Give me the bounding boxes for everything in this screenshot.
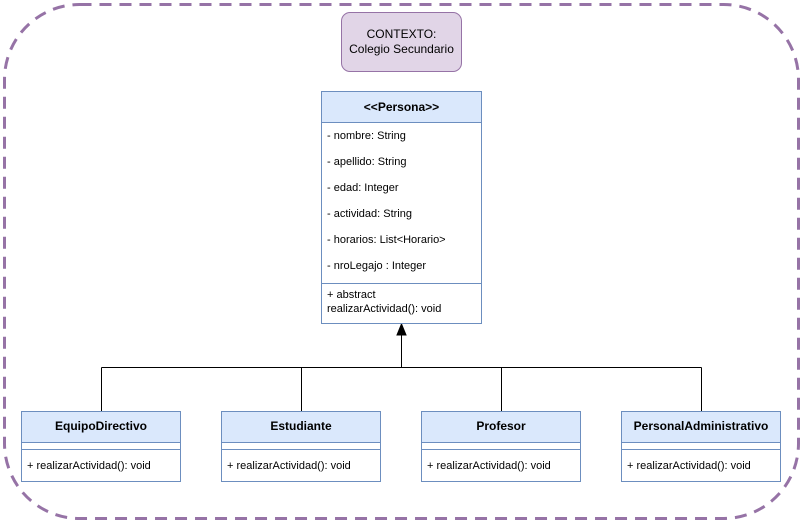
class-divider <box>222 443 380 450</box>
class-persona-operation[interactable]: + abstract realizarActividad(): void <box>322 284 481 316</box>
class-operation[interactable]: + realizarActividad(): void <box>627 460 751 472</box>
class-personal-administrativo[interactable]: PersonalAdministrativo + realizarActivid… <box>621 411 781 482</box>
class-operation[interactable]: + realizarActividad(): void <box>427 460 551 472</box>
attribute-row[interactable]: - nroLegajo : Integer <box>327 260 427 272</box>
class-persona-divider <box>322 283 481 284</box>
context-note[interactable]: CONTEXTO: Colegio Secundario <box>341 12 462 72</box>
class-operation[interactable]: + realizarActividad(): void <box>227 460 351 472</box>
attribute-row[interactable]: - edad: Integer <box>327 182 399 194</box>
class-profesor[interactable]: Profesor + realizarActividad(): void <box>421 411 581 482</box>
attribute-row[interactable]: - horarios: List<Horario> <box>327 234 446 246</box>
context-subtitle: Colegio Secundario <box>349 42 454 56</box>
class-name: EquipoDirectivo <box>22 412 180 443</box>
class-divider <box>22 443 180 450</box>
generalization-arrowhead <box>396 322 407 336</box>
class-persona[interactable]: <<Persona>> - nombre: String - apellido:… <box>321 91 482 324</box>
attribute-row[interactable]: - nombre: String <box>327 130 406 142</box>
attribute-row[interactable]: - actividad: String <box>327 208 412 220</box>
class-persona-name: <<Persona>> <box>322 92 481 123</box>
class-divider <box>622 443 780 450</box>
class-name: Profesor <box>422 412 580 443</box>
operation-line: + abstract <box>327 289 376 301</box>
class-equipo-directivo[interactable]: EquipoDirectivo + realizarActividad(): v… <box>21 411 181 482</box>
class-name: PersonalAdministrativo <box>622 412 780 443</box>
class-persona-attributes: - nombre: String - apellido: String - ed… <box>322 123 481 279</box>
context-title: CONTEXTO: <box>366 27 437 41</box>
class-name: Estudiante <box>222 412 380 443</box>
class-divider <box>422 443 580 450</box>
attribute-row[interactable]: - apellido: String <box>327 156 407 168</box>
class-operation[interactable]: + realizarActividad(): void <box>27 460 151 472</box>
class-estudiante[interactable]: Estudiante + realizarActividad(): void <box>221 411 381 482</box>
operation-line: realizarActividad(): void <box>327 303 442 315</box>
